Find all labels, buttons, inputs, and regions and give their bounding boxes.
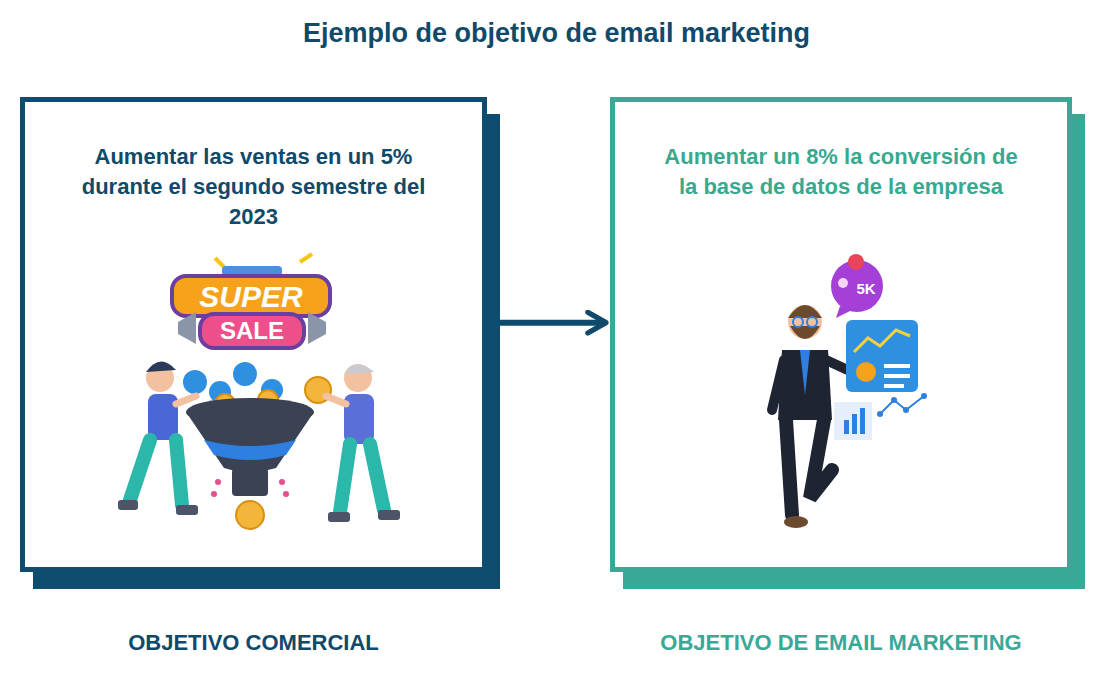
person-right [305, 364, 400, 522]
sale-banner [172, 254, 330, 348]
sale-word: SALE [220, 317, 284, 345]
person-left [118, 361, 198, 515]
sale-word: SUPER [199, 280, 302, 314]
sales-funnel [183, 362, 314, 529]
objective-text: Aumentar un 8% la conversión de la base … [661, 142, 1021, 202]
objective-text: Aumentar las ventas en un 5% durante el … [74, 142, 434, 232]
badge-number: 5K [856, 280, 875, 297]
objective-box: Aumentar un 8% la conversión de la base … [610, 97, 1072, 572]
chart-icons [831, 254, 927, 440]
objective-heading: OBJETIVO DE EMAIL MARKETING [615, 629, 1067, 657]
objective-heading: OBJETIVO COMERCIAL [25, 629, 482, 657]
flow-arrow [500, 320, 606, 326]
diagram-title: Ejemplo de objetivo de email marketing [0, 18, 1113, 49]
